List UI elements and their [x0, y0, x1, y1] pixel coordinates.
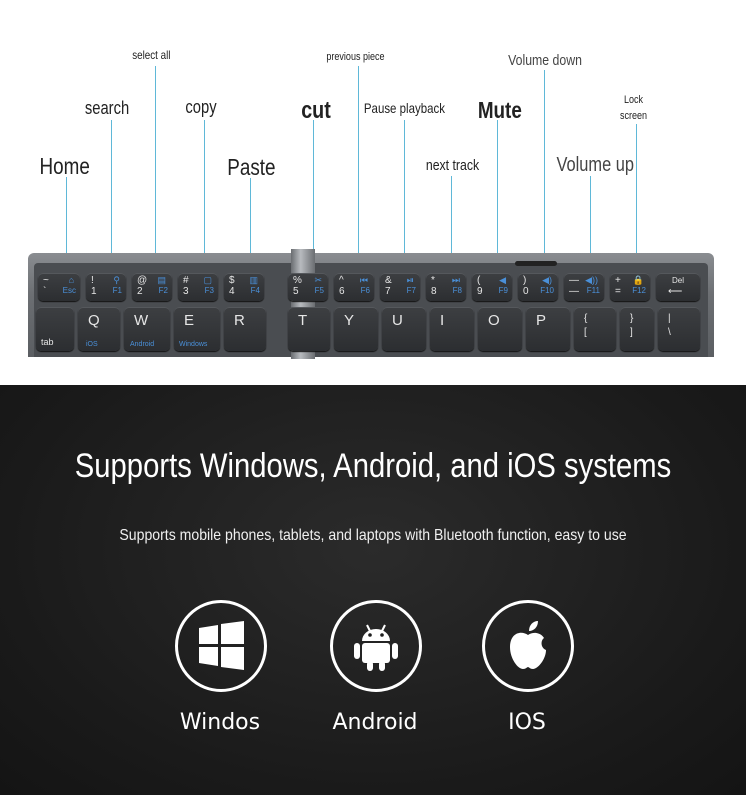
- key-6-f6[interactable]: ^6 ⏮F6: [334, 273, 374, 301]
- leader-paste: [250, 178, 251, 278]
- volume-up-icon: ◀)): [585, 275, 598, 285]
- key-3-f3[interactable]: #3 ▢F3: [178, 273, 218, 301]
- label-next-track: next track: [425, 157, 480, 174]
- key-o[interactable]: O: [478, 307, 522, 351]
- key-4-f4[interactable]: $4 ▥F4: [224, 273, 264, 301]
- key-bracket-right[interactable]: } ]: [620, 307, 654, 351]
- key-u[interactable]: U: [382, 307, 426, 351]
- os-label-android: Android: [332, 710, 418, 735]
- leader-pause-playback: [404, 120, 405, 278]
- foldable-keyboard: ~` ⌂Esc !1 ⚲F1 @2 ▤F2 #3 ▢F3 $4 ▥F4 %5 ✂…: [28, 249, 714, 359]
- key-bracket-left[interactable]: { [: [574, 307, 616, 351]
- label-volume-up: Volume up: [556, 154, 635, 176]
- copy-icon: ▢: [203, 275, 212, 285]
- key-equals-f12[interactable]: += 🔒F12: [610, 273, 650, 301]
- compatibility-banner: Supports Windows, Android, and iOS syste…: [0, 385, 746, 795]
- label-previous-piece: previous piece: [326, 51, 385, 63]
- select-all-icon: ▤: [157, 275, 166, 285]
- key-t[interactable]: T: [288, 307, 330, 351]
- key-9-f9[interactable]: (9 ◀F9: [472, 273, 512, 301]
- subline: Supports mobile phones, tablets, and lap…: [119, 527, 627, 544]
- label-search: search: [84, 98, 130, 118]
- keyboard-diagram: select all previous piece Volume down se…: [0, 0, 746, 385]
- leader-volume-up: [590, 176, 591, 278]
- key-7-f7[interactable]: &7 ⏯F7: [380, 273, 420, 301]
- key-esc[interactable]: ~` ⌂Esc: [38, 273, 80, 301]
- label-copy: copy: [185, 97, 217, 117]
- label-paste: Paste: [227, 154, 276, 180]
- leader-search: [111, 120, 112, 278]
- key-5-f5[interactable]: %5 ✂F5: [288, 273, 328, 301]
- lock-icon: 🔒: [632, 275, 644, 285]
- volume-down-icon: ◀): [542, 275, 552, 285]
- windows-logo-icon: [175, 600, 267, 692]
- label-cut: cut: [301, 97, 331, 124]
- indicator-light: [515, 261, 557, 266]
- os-label-windows: Windos: [179, 710, 261, 735]
- leader-mute: [497, 120, 498, 278]
- os-ios: IOS: [482, 600, 574, 735]
- label-lock-screen: Lock screen: [619, 94, 648, 122]
- leader-volume-down: [544, 70, 545, 258]
- next-track-icon: ⏭: [451, 275, 460, 285]
- key-1-f1[interactable]: !1 ⚲F1: [86, 273, 126, 301]
- key-backslash[interactable]: | \: [658, 307, 700, 351]
- scissors-icon: ✂: [314, 275, 322, 285]
- key-delete[interactable]: Del⟵: [656, 273, 700, 301]
- label-pause-playback: Pause playback: [363, 100, 445, 116]
- label-mute: Mute: [477, 97, 522, 123]
- label-select-all: select all: [132, 48, 171, 62]
- apple-logo-icon: [482, 600, 574, 692]
- leader-copy: [204, 120, 205, 278]
- os-android: Android: [330, 600, 422, 735]
- key-r[interactable]: R: [224, 307, 266, 351]
- key-8-f8[interactable]: *8 ⏭F8: [426, 273, 466, 301]
- key-2-f2[interactable]: @2 ▤F2: [132, 273, 172, 301]
- key-0-f10[interactable]: )0 ◀)F10: [518, 273, 558, 301]
- key-p[interactable]: P: [526, 307, 570, 351]
- os-label-ios: IOS: [508, 710, 546, 735]
- leader-lock-screen: [636, 124, 637, 278]
- mute-icon: ◀: [499, 275, 506, 285]
- key-tab[interactable]: tab: [36, 307, 74, 351]
- android-logo-icon: [330, 600, 422, 692]
- key-i[interactable]: I: [430, 307, 474, 351]
- play-pause-icon: ⏯: [406, 275, 414, 285]
- headline: Supports Windows, Android, and iOS syste…: [74, 447, 672, 485]
- leader-select-all: [155, 66, 156, 278]
- leader-cut: [313, 120, 314, 278]
- label-home: Home: [39, 153, 90, 179]
- search-icon: ⚲: [113, 275, 120, 285]
- previous-track-icon: ⏮: [359, 275, 368, 285]
- key-y[interactable]: Y: [334, 307, 378, 351]
- key-minus-f11[interactable]: —— ◀))F11: [564, 273, 604, 301]
- os-windows: Windos: [175, 600, 267, 735]
- paste-icon: ▥: [249, 275, 258, 285]
- leader-home: [66, 177, 67, 277]
- label-volume-down: Volume down: [508, 52, 582, 69]
- home-icon: ⌂: [68, 275, 74, 285]
- leader-next-track: [451, 176, 452, 278]
- leader-previous-piece: [358, 66, 359, 278]
